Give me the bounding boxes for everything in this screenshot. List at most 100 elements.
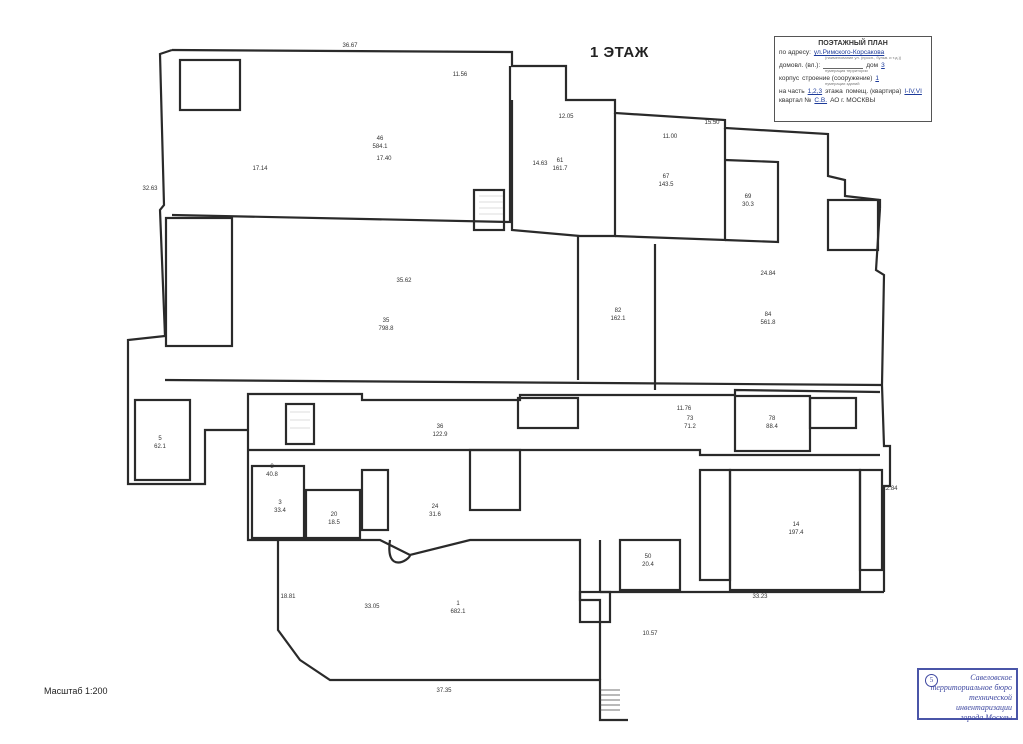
stroenie-value: 1 xyxy=(875,75,879,82)
svg-text:5: 5 xyxy=(158,436,162,442)
dim-label: 18.81 xyxy=(280,594,296,600)
svg-text:3: 3 xyxy=(278,500,282,506)
svg-text:584.1: 584.1 xyxy=(372,144,388,150)
okrug-label: АО г. МОСКВЫ xyxy=(830,97,876,104)
svg-text:33.4: 33.4 xyxy=(274,508,286,514)
house-label-2: дом xyxy=(866,62,879,69)
stamp-line-2: территориальное бюро xyxy=(930,683,1012,692)
room-block-j xyxy=(808,396,858,430)
svg-text:18.5: 18.5 xyxy=(328,520,340,526)
dim-label: 35.62 xyxy=(396,278,412,284)
room-14-label: 14 197.4 xyxy=(788,522,804,536)
outer-wall-south xyxy=(246,430,628,722)
dim-label: 10.57 xyxy=(642,631,658,637)
dim-label: 11.00 xyxy=(663,134,678,140)
address-value: ул.Римского-Корсакова xyxy=(813,49,885,56)
room-block-e xyxy=(618,538,682,592)
room-block-a xyxy=(250,464,306,540)
dim-label: 17.14 xyxy=(252,166,268,172)
svg-text:71.2: 71.2 xyxy=(684,424,696,430)
house-row: домовл. (вл.): дом 3 xyxy=(779,62,931,69)
svg-text:8: 8 xyxy=(270,464,274,470)
svg-text:88.4: 88.4 xyxy=(766,424,778,430)
district-value: С.В. xyxy=(814,97,828,104)
stamp-line-3: технической инвентаризации xyxy=(956,693,1012,712)
address-hint: (наименование ул. (просп., бульв. и т.д.… xyxy=(825,55,902,60)
room-block-d xyxy=(468,448,522,512)
floor-title: 1 ЭТАЖ xyxy=(590,44,649,61)
svg-text:35: 35 xyxy=(383,318,390,324)
room-block-b xyxy=(304,488,362,540)
svg-text:162.1: 162.1 xyxy=(610,316,626,322)
svg-text:561.8: 561.8 xyxy=(760,320,776,326)
svg-text:197.4: 197.4 xyxy=(788,530,804,536)
dim-label: 14.63 xyxy=(532,161,548,167)
stroenie-hint: нумерации зданий xyxy=(825,81,860,86)
part-value: 1,2,3 xyxy=(807,88,823,95)
room-20-label: 20 18.5 xyxy=(328,512,340,526)
svg-text:31.6: 31.6 xyxy=(429,512,441,518)
hatching xyxy=(290,195,503,429)
stamp-line-4: города Москвы xyxy=(960,713,1012,722)
svg-text:40.8: 40.8 xyxy=(266,472,278,478)
outer-wall-east xyxy=(874,207,892,592)
house-label: домовл. (вл.): xyxy=(779,62,821,69)
room-stair-north xyxy=(472,188,506,232)
korpus-row: корпус строение (сооружение) 1 xyxy=(779,75,931,82)
info-title: ПОЭТАЖНЫЙ ПЛАН xyxy=(818,40,888,47)
room-small-west xyxy=(133,398,192,482)
dim-label: 15.50 xyxy=(704,120,720,126)
dim-label: 11.56 xyxy=(453,72,468,78)
svg-text:20.4: 20.4 xyxy=(642,562,654,568)
svg-text:69: 69 xyxy=(745,194,752,200)
kvartal-row: квартал № С.В. АО г. МОСКВЫ xyxy=(779,97,931,104)
premises-value: I-IV,VI xyxy=(904,88,922,95)
dim-label: 33.05 xyxy=(364,604,380,610)
dim-label: 24.84 xyxy=(760,271,776,277)
svg-text:73: 73 xyxy=(687,416,694,422)
svg-text:20: 20 xyxy=(331,512,338,518)
stamp-line-1: Савеловское xyxy=(970,673,1012,682)
house-value: 3 xyxy=(881,62,885,69)
part-label: на часть xyxy=(779,88,805,95)
svg-text:798.8: 798.8 xyxy=(378,326,394,332)
kvartal-label: квартал № xyxy=(779,97,812,104)
dim-label: 32.63 xyxy=(142,186,158,192)
dim-label: 33.23 xyxy=(752,594,768,600)
room-stair-lower xyxy=(284,402,316,446)
svg-text:682.1: 682.1 xyxy=(450,609,466,615)
svg-text:62.1: 62.1 xyxy=(154,444,166,450)
bti-stamp: 5 Савеловское территориальное бюро техни… xyxy=(917,668,1018,722)
room-wc-block xyxy=(178,58,242,112)
room-35-label: 35 798.8 xyxy=(378,318,394,332)
wall-hall46 xyxy=(171,66,512,224)
info-box: ПОЭТАЖНЫЙ ПЛАН по адресу: ул.Римского-Ко… xyxy=(774,36,932,122)
outer-wall-south-west xyxy=(246,388,881,430)
svg-text:61: 61 xyxy=(557,158,564,164)
svg-text:14: 14 xyxy=(793,522,800,528)
wall-61 xyxy=(510,100,617,238)
stamp-number: 5 xyxy=(925,674,938,687)
room-block-h xyxy=(858,468,884,572)
svg-text:84: 84 xyxy=(765,312,772,318)
svg-text:46: 46 xyxy=(377,136,384,142)
dim-label: 37.35 xyxy=(436,688,452,694)
svg-text:78: 78 xyxy=(769,416,776,422)
dim-label: 36.67 xyxy=(342,43,358,49)
dim-label: 17.40 xyxy=(376,156,392,162)
room-3-label: 333.4 xyxy=(274,500,286,514)
korpus-label: корпус xyxy=(779,75,800,82)
house-hint: нумерация территории xyxy=(825,68,868,73)
dim-label: 11.76 xyxy=(677,406,692,412)
wall-hall1-top xyxy=(278,538,602,680)
svg-text:50: 50 xyxy=(645,554,652,560)
address-label: по адресу: xyxy=(779,49,811,56)
entrance-steps xyxy=(600,689,620,711)
room-8-label: 840.8 xyxy=(266,464,278,478)
